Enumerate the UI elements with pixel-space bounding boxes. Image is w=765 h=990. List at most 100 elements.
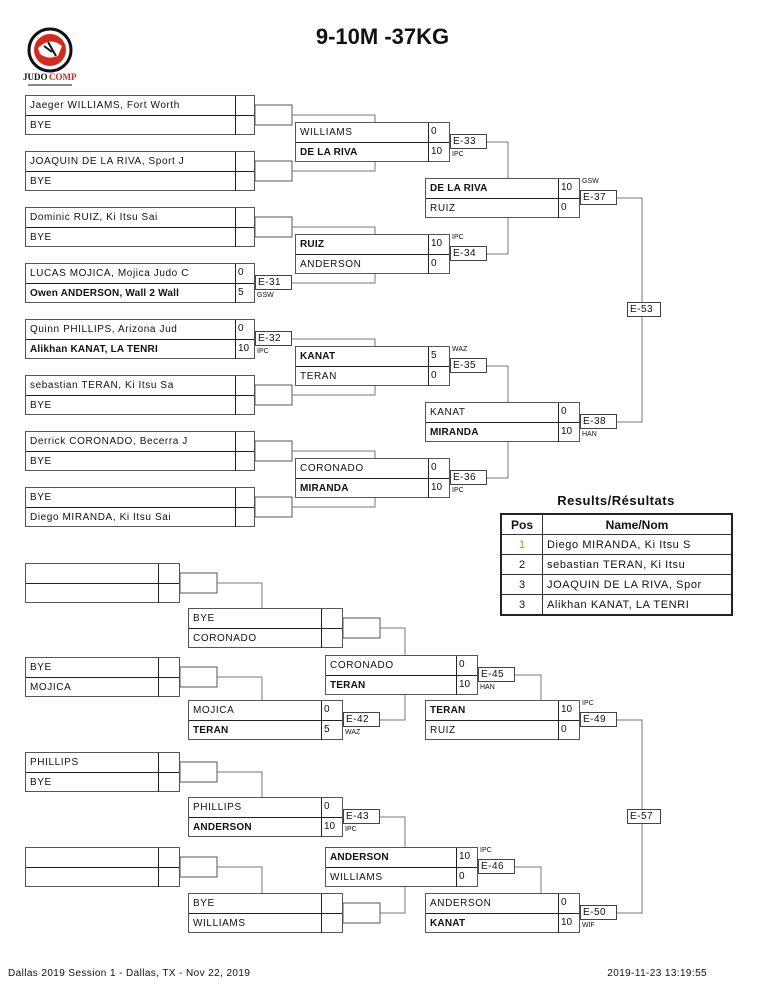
competitor-row: BYE <box>26 227 254 247</box>
competitor-score <box>235 396 255 415</box>
competitor-row: BYE <box>26 451 254 471</box>
competitor-score: 0 <box>428 123 450 143</box>
bye-connector <box>179 666 218 688</box>
match-number: E-37 <box>580 190 617 205</box>
match-number: E-45 <box>478 667 515 682</box>
competitor-score <box>235 376 255 396</box>
final-match-number: E-53 <box>627 302 661 317</box>
match-result-code: WAZ <box>345 729 361 736</box>
competitor-row: BYE <box>26 115 254 135</box>
bye-connector <box>342 902 381 924</box>
competitor-score <box>158 564 180 584</box>
competitor-name: DE LA RIVA <box>430 183 488 194</box>
connector-line <box>487 141 509 178</box>
connector-line <box>292 274 376 284</box>
competitor-name: MOJICA <box>30 682 72 693</box>
connector-line <box>292 338 376 346</box>
competitor-name: BYE <box>30 120 52 131</box>
bye-connector <box>179 856 218 878</box>
connector-line <box>292 386 376 396</box>
competitor-score: 0 <box>558 199 580 218</box>
competitor-name: KANAT <box>430 407 466 418</box>
connector-line <box>380 627 406 655</box>
competitor-score <box>321 609 343 629</box>
competitor-score <box>158 678 180 697</box>
competitor-score <box>158 848 180 868</box>
competitor-score <box>235 508 255 527</box>
footer-event: Dallas 2019 Session 1 - Dallas, TX - Nov… <box>8 968 251 979</box>
competitor-score: 0 <box>456 656 478 676</box>
results-header-row: Pos Name/Nom <box>500 513 733 535</box>
competitor-name: Jaeger WILLIAMS, Fort Worth <box>30 100 180 111</box>
competitor-row: BYE <box>26 171 254 191</box>
competitor-name: BYE <box>30 232 52 243</box>
bye-connector <box>179 572 218 594</box>
match-result-code: IPC <box>345 826 357 833</box>
match-number: E-49 <box>580 712 617 727</box>
result-pos: 3 <box>500 594 543 616</box>
competitor-row: Dominic RUIZ, Ki Itsu Sai <box>26 208 254 228</box>
competitor-row: Derrick CORONADO, Becerra J <box>26 432 254 452</box>
result-pos: 1 <box>500 534 543 555</box>
competitor-row: CORONADO <box>189 628 342 648</box>
connector-line <box>217 771 263 797</box>
competitor-name: BYE <box>30 777 52 788</box>
competitor-name: BYE <box>30 176 52 187</box>
competitor-name: BYE <box>193 613 215 624</box>
competitor-score: 10 <box>235 340 255 359</box>
final-match-number: E-57 <box>627 808 661 824</box>
match-result-code: IPC <box>452 234 464 241</box>
competitor-score: 10 <box>428 143 450 162</box>
match-result-code: IPC <box>452 151 464 158</box>
competitor-name: TERAN <box>330 680 366 691</box>
competitor-score <box>158 868 180 887</box>
competitor-row: BYE <box>26 658 179 678</box>
connector-line <box>487 218 509 255</box>
competitor-name: Derrick CORONADO, Becerra J <box>30 436 188 447</box>
competitor-name: ANDERSON <box>430 898 492 909</box>
connector-line <box>292 162 376 172</box>
competitor-name: BYE <box>30 400 52 411</box>
match-number: E-38 <box>580 414 617 429</box>
competitor-score: 0 <box>321 798 343 818</box>
connector-line <box>487 442 509 479</box>
match-result-code: HAN <box>480 684 495 691</box>
competitor-score <box>321 629 343 648</box>
competitor-name: CORONADO <box>300 463 364 474</box>
competitor-score: 10 <box>456 676 478 695</box>
competitor-name: CORONADO <box>330 660 394 671</box>
competitor-score: 5 <box>235 284 255 303</box>
competitor-score <box>235 488 255 508</box>
competitor-row: BYE <box>26 488 254 508</box>
match-result-code: IPC <box>452 487 464 494</box>
competitor-name: Alikhan KANAT, LA TENRI <box>30 344 158 355</box>
results-title: Results/Résultats <box>557 493 675 508</box>
match-box: Derrick CORONADO, Becerra J BYE <box>25 431 255 471</box>
competitor-score: 10 <box>456 848 478 868</box>
competitor-score: 0 <box>558 721 580 740</box>
competitor-row: BYE <box>26 772 179 792</box>
competitor-name: TERAN <box>193 725 229 736</box>
match-number: E-36 <box>450 470 487 485</box>
competitor-score: 0 <box>235 320 255 340</box>
competitor-name: TERAN <box>300 371 337 382</box>
competitor-score: 10 <box>321 818 343 837</box>
competitor-row: WILLIAMS <box>189 913 342 933</box>
